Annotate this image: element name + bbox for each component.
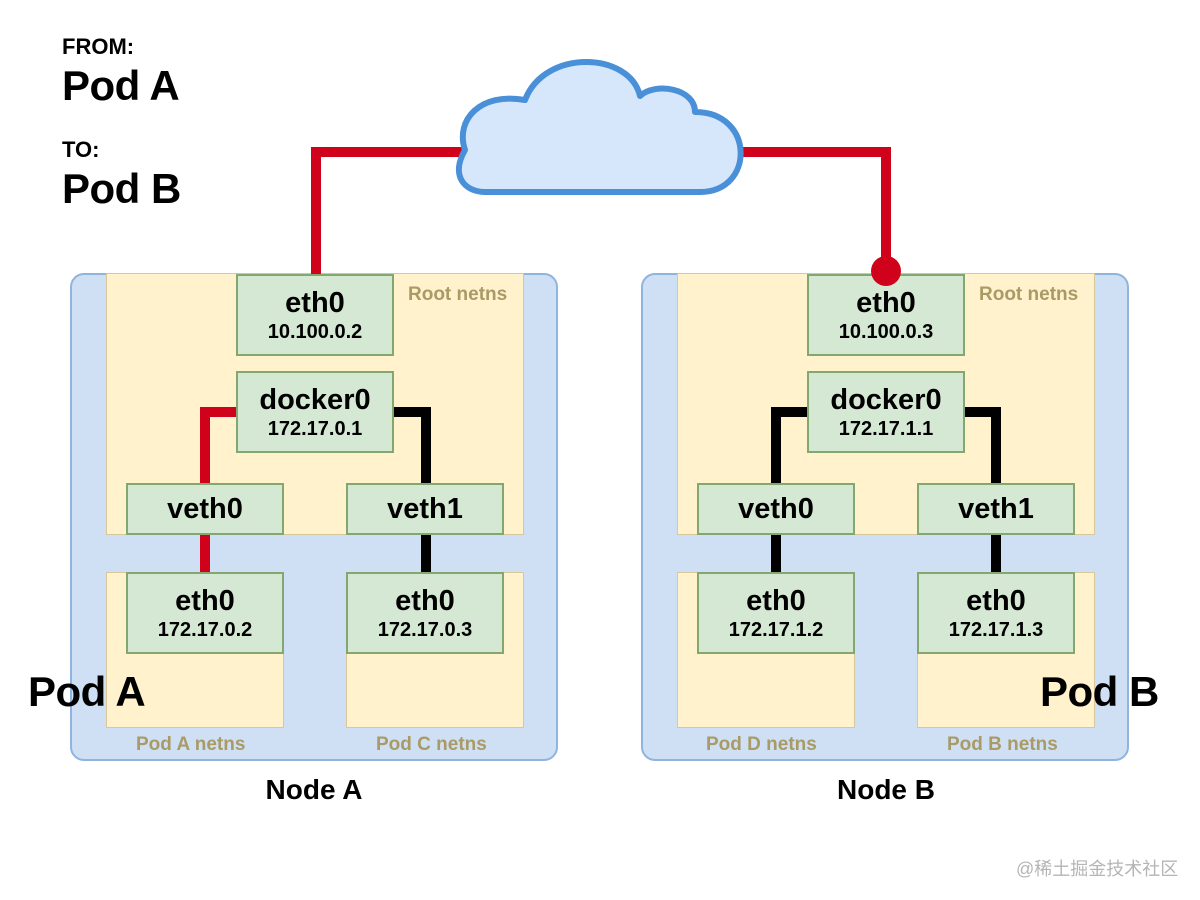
- node-a-label: Node A: [265, 774, 363, 805]
- iface-name: eth0: [395, 584, 455, 617]
- iface-ip: 10.100.0.3: [838, 320, 934, 343]
- node-b-root-netns-label: Root netns: [979, 284, 1079, 305]
- from-value: Pod A: [62, 62, 180, 109]
- node-b-label: Node B: [837, 774, 935, 805]
- node-b-veth0: veth0: [697, 483, 855, 535]
- path-endpoint-dot: [871, 256, 901, 286]
- iface-ip: 172.17.0.2: [157, 618, 253, 641]
- from-label: FROM:: [62, 34, 135, 59]
- node-b-link-docker0-veth0: [771, 407, 807, 483]
- iface-ip: 172.17.1.1: [838, 417, 934, 440]
- iface-ip: 172.17.1.3: [948, 618, 1044, 641]
- pod-c-eth0: eth0 172.17.0.3: [346, 572, 504, 654]
- pod-a-eth0: eth0 172.17.0.2: [126, 572, 284, 654]
- node-a-docker0: docker0 172.17.0.1: [236, 371, 394, 453]
- iface-name: docker0: [830, 383, 942, 416]
- node-b-veth1: veth1: [917, 483, 1075, 535]
- iface-name: eth0: [966, 584, 1026, 617]
- iface-ip: 172.17.1.2: [728, 618, 824, 641]
- iface-name: veth1: [958, 492, 1034, 525]
- node-a-root-netns-label: Root netns: [408, 284, 508, 305]
- iface-name: veth0: [167, 492, 243, 525]
- iface-name: eth0: [746, 584, 806, 617]
- iface-name: docker0: [259, 383, 371, 416]
- iface-ip: 172.17.0.1: [267, 417, 363, 440]
- to-label: TO:: [62, 137, 100, 162]
- node-a-veth1: veth1: [346, 483, 504, 535]
- iface-name: eth0: [285, 286, 345, 319]
- pod-a-label: Pod A: [28, 668, 146, 715]
- iface-name: veth0: [738, 492, 814, 525]
- node-a-link-docker0-veth1: [394, 407, 431, 483]
- cloud-icon: [456, 59, 744, 195]
- node-b-link-docker0-veth1: [965, 407, 1001, 483]
- pod-b-eth0: eth0 172.17.1.3: [917, 572, 1075, 654]
- wan-path-node-b: [720, 147, 891, 268]
- pod-b-netns-label: Pod B netns: [947, 734, 1058, 755]
- iface-name: eth0: [856, 286, 916, 319]
- watermark: @稀土掘金技术社区: [1016, 859, 1179, 879]
- pod-d-eth0: eth0 172.17.1.2: [697, 572, 855, 654]
- iface-name: veth1: [387, 492, 463, 525]
- pod-d-netns-label: Pod D netns: [706, 734, 817, 755]
- wan-path-node-a: [311, 147, 480, 274]
- node-a-veth0: veth0: [126, 483, 284, 535]
- iface-name: eth0: [175, 584, 235, 617]
- pod-b-label: Pod B: [1040, 668, 1159, 715]
- iface-ip: 172.17.0.3: [377, 618, 473, 641]
- pod-a-netns-label: Pod A netns: [136, 734, 246, 755]
- node-a-eth0: eth0 10.100.0.2: [236, 274, 394, 356]
- node-b-docker0: docker0 172.17.1.1: [807, 371, 965, 453]
- to-value: Pod B: [62, 165, 181, 212]
- iface-ip: 10.100.0.2: [267, 320, 363, 343]
- pod-c-netns-label: Pod C netns: [376, 734, 487, 755]
- node-a-path-docker0-veth0: [200, 407, 236, 483]
- node-b-eth0: eth0 10.100.0.3: [807, 274, 965, 356]
